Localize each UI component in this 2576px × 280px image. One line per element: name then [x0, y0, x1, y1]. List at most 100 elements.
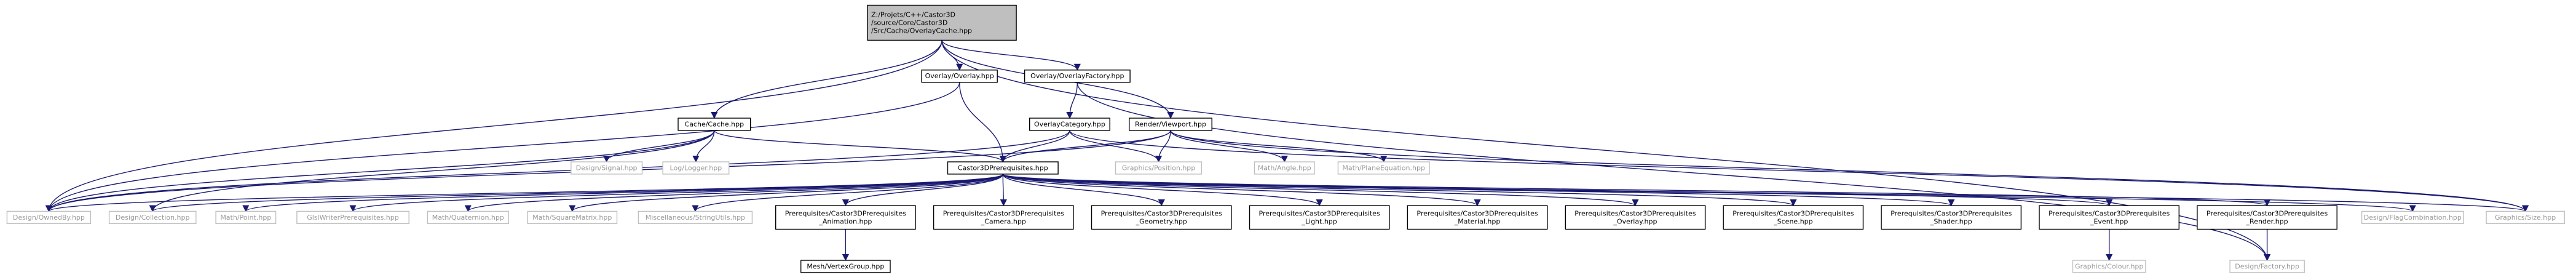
- node-shader-label-line-1: _Shader.hpp: [1930, 217, 1972, 225]
- edge-cache-to-collection: [149, 130, 715, 212]
- edge-root-to-ownedby: [45, 40, 942, 212]
- edge-castorprereq-to-material: [1002, 174, 1481, 207]
- node-event-box: [2039, 205, 2180, 230]
- node-cache-box: [678, 118, 751, 131]
- node-colour: Graphics/Colour.hpp: [2072, 260, 2146, 273]
- node-position: Graphics/Position.hpp: [1115, 161, 1203, 175]
- edge-viewport-to-size: [1170, 130, 2529, 212]
- edge-overlay-to-castorprereq: [959, 82, 1006, 163]
- edge-overlay-to-ownedby: [45, 82, 960, 212]
- edge-castorprereq-to-render: [1002, 174, 2270, 207]
- node-squarematrix-label-line-0: Math/SquareMatrix.hpp: [532, 214, 612, 222]
- node-quaternion-box: [427, 210, 509, 224]
- node-planeeq-label-line-0: Math/PlaneEquation.hpp: [1342, 164, 1425, 172]
- node-viewport-box: [1128, 118, 1212, 131]
- node-overlaycategory-box: [1029, 118, 1110, 131]
- node-scene-label-line-0: Prerequisites/Castor3DPrerequisites: [1732, 209, 1854, 217]
- edge-viewport-to-castorprereq: [999, 130, 1171, 163]
- node-overlay-box: [921, 70, 998, 83]
- node-overlayfactory[interactable]: Overlay/OverlayFactory.hpp: [1024, 70, 1131, 83]
- node-signal: Design/Signal.hpp: [571, 161, 643, 175]
- node-point: Math/Point.hpp: [215, 210, 277, 224]
- node-overlayfactory-box: [1024, 70, 1131, 83]
- edge-castorprereq-to-quaternion: [464, 174, 1003, 212]
- node-overlaycategory[interactable]: OverlayCategory.hpp: [1029, 118, 1110, 131]
- node-vertexgroup-box: [800, 260, 891, 273]
- node-point-box: [215, 210, 277, 224]
- node-render-box: [2197, 205, 2337, 230]
- edge-castorprereq-to-squarematrix: [569, 174, 1003, 212]
- node-overlaycategory-label-line-0: OverlayCategory.hpp: [1034, 120, 1105, 128]
- node-render-label-line-1: _Render.hpp: [2246, 217, 2288, 225]
- edge-overlaycategory-to-position: [1069, 130, 1163, 163]
- edge-viewport-to-planeeq: [1170, 130, 1388, 163]
- node-viewport[interactable]: Render/Viewport.hpp: [1128, 118, 1212, 131]
- node-camera-box: [933, 205, 1074, 230]
- node-logger: Log/Logger.hpp: [662, 161, 730, 175]
- node-root-label-line-2: /Src/Cache/OverlayCache.hpp: [871, 27, 972, 35]
- edge-castorprereq-to-glsl: [349, 174, 1003, 212]
- node-ownedby: Design/OwnedBy.hpp: [6, 210, 91, 224]
- node-scene-box: [1723, 205, 1864, 230]
- node-overlay[interactable]: Overlay/Overlay.hpp: [921, 70, 998, 83]
- edge-cache-to-castorprereq: [714, 130, 1006, 163]
- node-material[interactable]: Prerequisites/Castor3DPrerequisites_Mate…: [1407, 205, 1548, 230]
- node-event-label-line-0: Prerequisites/Castor3DPrerequisites: [2049, 209, 2170, 217]
- node-castorprereq-box: [947, 161, 1059, 175]
- node-overlayprereq[interactable]: Prerequisites/Castor3DPrerequisites_Over…: [1565, 205, 1706, 230]
- node-scene[interactable]: Prerequisites/Castor3DPrerequisites_Scen…: [1723, 205, 1864, 230]
- node-planeeq-box: [1337, 161, 1430, 175]
- node-animation[interactable]: Prerequisites/Castor3DPrerequisites_Anim…: [775, 205, 916, 230]
- edge-castorprereq-to-overlayprereq: [1002, 174, 1639, 207]
- node-scene-label-line-1: _Scene.hpp: [1773, 217, 1812, 225]
- edge-castorprereq-to-geometry: [1002, 174, 1165, 207]
- node-collection-box: [108, 210, 197, 224]
- node-geometry[interactable]: Prerequisites/Castor3DPrerequisites_Geom…: [1091, 205, 1232, 230]
- node-animation-label-line-0: Prerequisites/Castor3DPrerequisites: [785, 209, 906, 217]
- node-event[interactable]: Prerequisites/Castor3DPrerequisites_Even…: [2039, 205, 2180, 230]
- node-overlayprereq-box: [1565, 205, 1706, 230]
- edge-cache-to-logger: [692, 130, 715, 163]
- edge-cache-to-ownedby: [45, 130, 715, 212]
- node-camera[interactable]: Prerequisites/Castor3DPrerequisites_Came…: [933, 205, 1074, 230]
- node-render[interactable]: Prerequisites/Castor3DPrerequisites_Rend…: [2197, 205, 2337, 230]
- node-shader-label-line-0: Prerequisites/Castor3DPrerequisites: [1891, 209, 2012, 217]
- node-geometry-label-line-0: Prerequisites/Castor3DPrerequisites: [1101, 209, 1222, 217]
- node-size-box: [2486, 210, 2565, 224]
- node-factory-label-line-0: Design/Factory.hpp: [2235, 263, 2299, 271]
- node-glsl-box: [296, 210, 409, 224]
- node-overlayprereq-label-line-1: _Overlay.hpp: [1613, 217, 1657, 225]
- node-shader[interactable]: Prerequisites/Castor3DPrerequisites_Shad…: [1881, 205, 2022, 230]
- node-light[interactable]: Prerequisites/Castor3DPrerequisites_Ligh…: [1249, 205, 1390, 230]
- node-strutils-box: [638, 210, 753, 224]
- node-point-label-line-0: Math/Point.hpp: [220, 214, 271, 222]
- node-factory: Design/Factory.hpp: [2229, 260, 2305, 273]
- node-colour-label-line-0: Graphics/Colour.hpp: [2075, 263, 2143, 271]
- node-root[interactable]: Z:/Projets/C++/Castor3D/source/Core/Cast…: [867, 4, 1017, 41]
- edge-castorprereq-to-animation: [842, 174, 1003, 207]
- node-angle: Math/Angle.hpp: [1254, 161, 1315, 175]
- node-camera-label-line-1: _Camera.hpp: [981, 217, 1026, 225]
- node-light-label-line-0: Prerequisites/Castor3DPrerequisites: [1259, 209, 1380, 217]
- node-cache[interactable]: Cache/Cache.hpp: [678, 118, 751, 131]
- node-vertexgroup-label-line-0: Mesh/VertexGroup.hpp: [807, 263, 884, 271]
- node-vertexgroup[interactable]: Mesh/VertexGroup.hpp: [800, 260, 891, 273]
- node-quaternion: Math/Quaternion.hpp: [427, 210, 509, 224]
- edge-root-to-cache: [711, 40, 942, 119]
- node-collection: Design/Collection.hpp: [108, 210, 197, 224]
- node-cache-label-line-0: Cache/Cache.hpp: [685, 120, 745, 128]
- edge-castorprereq-to-size: [1002, 174, 2529, 212]
- node-castorprereq-label-line-0: Castor3DPrerequisites.hpp: [958, 164, 1048, 172]
- node-material-label-line-1: _Material.hpp: [1454, 217, 1501, 225]
- node-castorprereq[interactable]: Castor3DPrerequisites.hpp: [947, 161, 1059, 175]
- node-collection-label-line-0: Design/Collection.hpp: [116, 214, 190, 222]
- edge-overlayfactory-to-factory: [1077, 82, 2271, 262]
- node-colour-box: [2072, 260, 2146, 273]
- node-ownedby-label-line-0: Design/OwnedBy.hpp: [13, 214, 85, 222]
- node-root-box: [867, 4, 1017, 41]
- node-squarematrix: Math/SquareMatrix.hpp: [527, 210, 618, 224]
- edge-overlaycategory-to-castorprereq: [999, 130, 1070, 163]
- node-factory-box: [2229, 260, 2305, 273]
- node-strutils-label-line-0: Miscellaneous/StringUtils.hpp: [646, 214, 745, 222]
- node-glsl: GlslWriterPrerequisites.hpp: [296, 210, 409, 224]
